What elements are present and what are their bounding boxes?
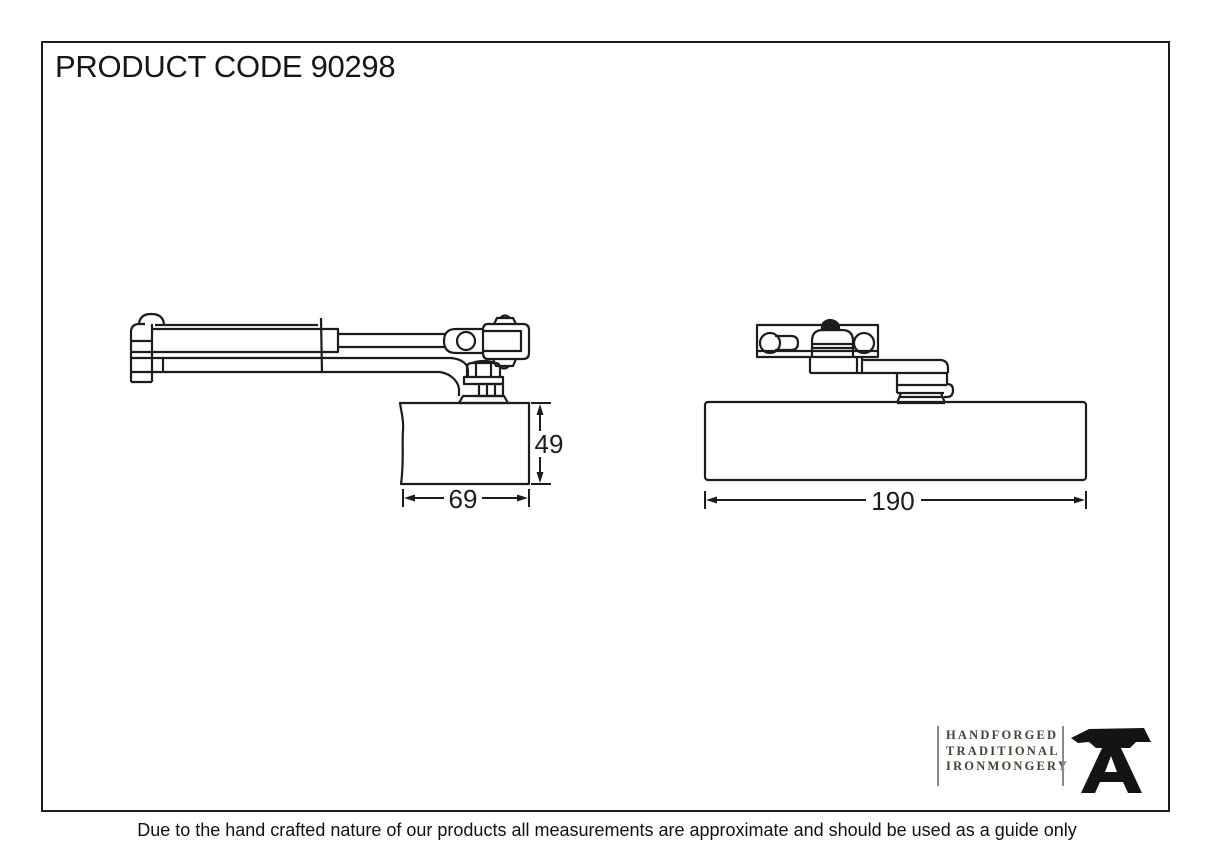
dim-label-width: 190: [871, 486, 914, 516]
closer-body-side: [398, 401, 531, 486]
dim-arrow-right: [1074, 496, 1085, 504]
arm-main-bar: [152, 323, 321, 354]
bracket-tab: [944, 373, 955, 399]
dim-ticks: [704, 491, 1087, 509]
brand-tagline: HANDFORGED TRADITIONAL IRONMONGERY: [946, 728, 1070, 775]
dim-ticks: [531, 402, 551, 485]
front-view-drawing: 190: [703, 318, 1088, 516]
dim-label-width: 69: [449, 484, 478, 514]
dimension-height-49: 49: [531, 402, 564, 485]
latch-bracket-outer: [481, 322, 531, 361]
arm-pivot-cap: [129, 322, 154, 384]
brand-divider-right: [1062, 726, 1064, 786]
anvil-letter-a: [1081, 746, 1142, 793]
dimension-width-190: 190: [704, 486, 1087, 516]
brand-block: HANDFORGED TRADITIONAL IRONMONGERY: [930, 718, 1162, 808]
clevis: [442, 327, 483, 355]
bracket-arm: [810, 358, 950, 375]
plate-hole-left: [758, 331, 782, 355]
side-view-drawing: 49 69: [129, 312, 564, 514]
dim-arrow-right: [517, 494, 528, 502]
anvil-top: [1071, 728, 1151, 748]
arm-pivot-dome: [137, 312, 166, 325]
arm-rod: [338, 332, 445, 349]
dim-arrow-left: [404, 494, 415, 502]
brand-tagline-line1: HANDFORGED: [946, 728, 1059, 742]
bracket-foot: [895, 392, 947, 405]
disclaimer-text: Due to the hand crafted nature of our pr…: [137, 820, 1077, 840]
pinion-top-cap: [820, 318, 841, 332]
arm-end-cap: [321, 327, 340, 354]
anvil-icon: [1071, 728, 1151, 793]
bracket-block: [895, 373, 947, 395]
dim-arrow-left: [706, 496, 717, 504]
brand-tagline-line3: IRONMONGERY: [946, 759, 1070, 773]
dimension-width-69: 69: [402, 484, 530, 514]
clevis-pin-hole: [455, 330, 477, 352]
lower-arm-bar: [131, 356, 451, 374]
pinion-dome: [810, 328, 855, 357]
brand-divider-left: [937, 726, 939, 786]
dim-ticks: [402, 489, 530, 507]
closer-body-front: [703, 400, 1088, 482]
bracket-left-block: [808, 357, 864, 373]
spindle-column: [477, 382, 505, 398]
dim-arrow-up: [536, 404, 544, 415]
dim-arrow-down: [536, 472, 544, 483]
drawing-border-frame: [41, 41, 1170, 812]
arm-section-line: [319, 317, 324, 374]
brand-tagline-line2: TRADITIONAL: [946, 743, 1060, 758]
latch-bracket-inner: [483, 329, 523, 353]
product-code-title: PRODUCT CODE 90298: [55, 49, 396, 84]
latch-top-lug: [493, 314, 517, 325]
plate-slot: [775, 334, 800, 352]
dim-label-height: 49: [535, 429, 564, 459]
spindle-nut: [465, 359, 502, 377]
